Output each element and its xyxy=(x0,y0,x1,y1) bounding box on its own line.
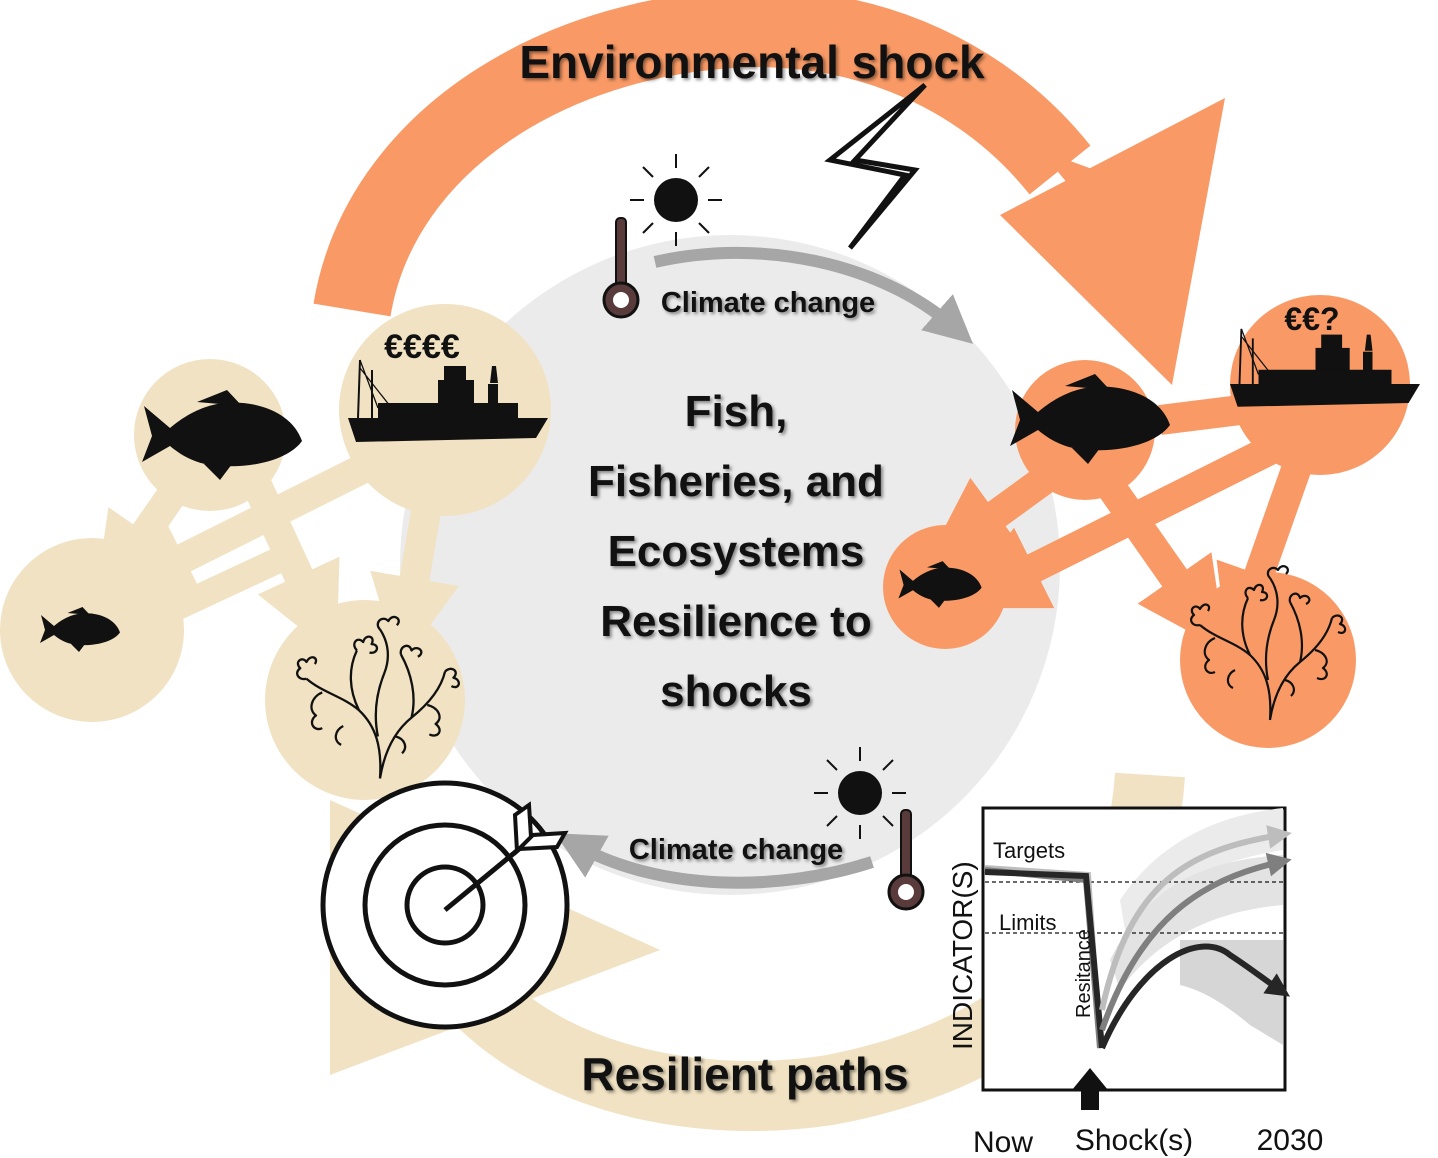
x-tick-shock: Shock(s) xyxy=(1075,1124,1193,1157)
left-coral-node xyxy=(265,600,465,800)
lightning-icon xyxy=(824,83,927,250)
limits-label: Limits xyxy=(999,910,1056,935)
right-money-label: €€? xyxy=(1284,301,1339,337)
arrow-up-icon xyxy=(1072,1068,1108,1110)
central-title-line-5: shocks xyxy=(660,667,812,716)
environmental-shock-title: Environmental shock xyxy=(519,36,985,88)
trajectory-pre-dark xyxy=(984,869,1105,1049)
target-icon xyxy=(320,780,570,1030)
sun-icon xyxy=(814,747,906,839)
band-light xyxy=(1120,808,1283,930)
indicator-chart: Targets Limits Resitance INDICATOR(S) No… xyxy=(947,806,1324,1158)
sun-icon xyxy=(630,154,722,246)
targets-label: Targets xyxy=(993,838,1065,863)
trajectory-recovery-light xyxy=(1099,825,1292,1011)
central-title-line-4: Resilience to xyxy=(600,597,871,646)
trajectory-recovery-dark xyxy=(1099,943,1290,1050)
y-axis-label: INDICATOR(S) xyxy=(947,861,978,1050)
central-title-line-1: Fish, xyxy=(685,387,788,436)
band-mid xyxy=(1110,855,1283,990)
central-title: Fish, Fisheries, and Ecosystems Resilien… xyxy=(588,387,884,716)
central-circle xyxy=(400,235,1060,895)
climate-change-arrow-top xyxy=(653,246,974,344)
x-tick-2030: 2030 xyxy=(1257,1124,1324,1157)
trajectory-recovery-mid xyxy=(1099,852,1292,1031)
resilient-paths-title: Resilient paths xyxy=(581,1048,908,1100)
resistance-label: Resitance xyxy=(1073,929,1095,1018)
thermometer-icon xyxy=(887,809,925,911)
climate-change-label-top: Climate change xyxy=(661,287,875,319)
left-money-label: €€€€ xyxy=(384,328,460,366)
central-title-line-3: Ecosystems xyxy=(608,527,865,576)
climate-change-label-bottom: Climate change xyxy=(629,834,843,866)
thermometer-icon xyxy=(602,217,640,319)
right-coral-node xyxy=(1180,572,1356,748)
environmental-shock-arrow xyxy=(313,0,1225,385)
right-state-network xyxy=(883,295,1410,748)
climate-change-arrow-bottom xyxy=(555,833,874,889)
x-tick-now: Now xyxy=(973,1126,1033,1158)
central-title-line-2: Fisheries, and xyxy=(588,457,884,506)
band-dark xyxy=(1180,940,1283,1045)
